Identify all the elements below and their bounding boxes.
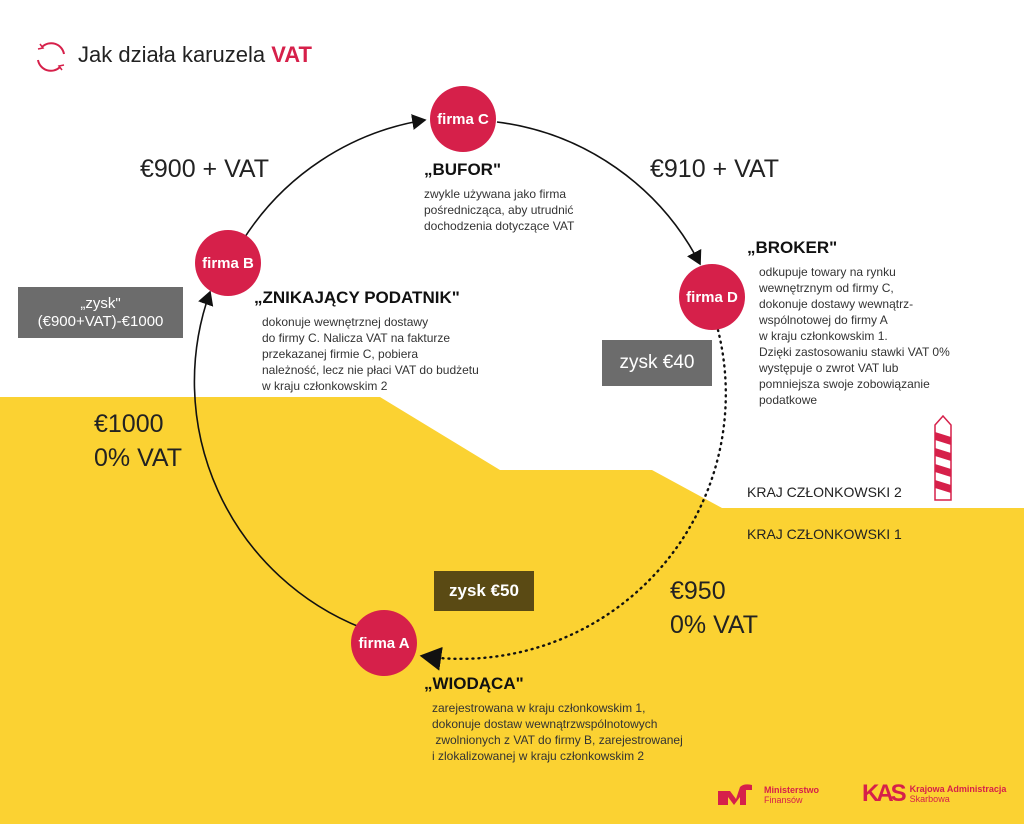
role-title: „ZNIKAJĄCY PODATNIK" bbox=[254, 288, 460, 307]
arrow-a-to-b bbox=[193, 290, 363, 629]
arrow-b-to-c bbox=[242, 114, 427, 241]
profit-a-box: zysk €50 bbox=[434, 571, 534, 611]
carousel-icon bbox=[37, 42, 65, 72]
price-c-to-d: €910 + VAT bbox=[650, 155, 780, 183]
firm-c-badge: firma C bbox=[430, 86, 496, 152]
role-b: „ZNIKAJĄCY PODATNIK" dokonuje wewnętrzne… bbox=[254, 288, 479, 394]
firm-d-badge: firma D bbox=[679, 264, 745, 330]
role-description: zarejestrowana w kraju członkowskim 1,do… bbox=[432, 701, 683, 763]
arrow-d-to-a bbox=[419, 328, 728, 671]
country-2-label: KRAJ CZŁONKOWSKI 2 bbox=[747, 484, 902, 500]
arrow-c-to-d bbox=[496, 121, 702, 266]
mf-logo-icon bbox=[718, 784, 752, 805]
border-post-icon bbox=[934, 414, 952, 501]
price-b-to-c: €900 + VAT bbox=[140, 155, 270, 183]
kas-logo-icon: KAS bbox=[862, 780, 907, 807]
role-title: „WIODĄCA" bbox=[424, 674, 524, 693]
role-title: „BUFOR" bbox=[424, 160, 501, 179]
country-1-label: KRAJ CZŁONKOWSKI 1 bbox=[747, 526, 902, 542]
role-a: „WIODĄCA" zarejestrowana w kraju członko… bbox=[424, 674, 683, 764]
firm-a-badge: firma A bbox=[351, 610, 417, 676]
page-title: Jak działa karuzela VAT bbox=[78, 42, 312, 67]
profit-d-box: zysk €40 bbox=[602, 340, 712, 386]
profit-b-box: „zysk"(€900+VAT)-€1000 bbox=[18, 287, 183, 338]
role-title: „BROKER" bbox=[747, 238, 838, 257]
firm-b-badge: firma B bbox=[195, 230, 261, 296]
